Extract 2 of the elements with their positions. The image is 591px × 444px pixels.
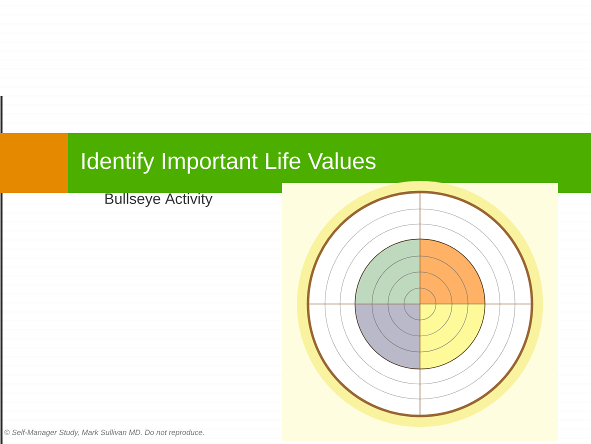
title-band: Identify Important Life Values bbox=[0, 133, 591, 193]
subtitle: Bullseye Activity bbox=[105, 193, 213, 207]
